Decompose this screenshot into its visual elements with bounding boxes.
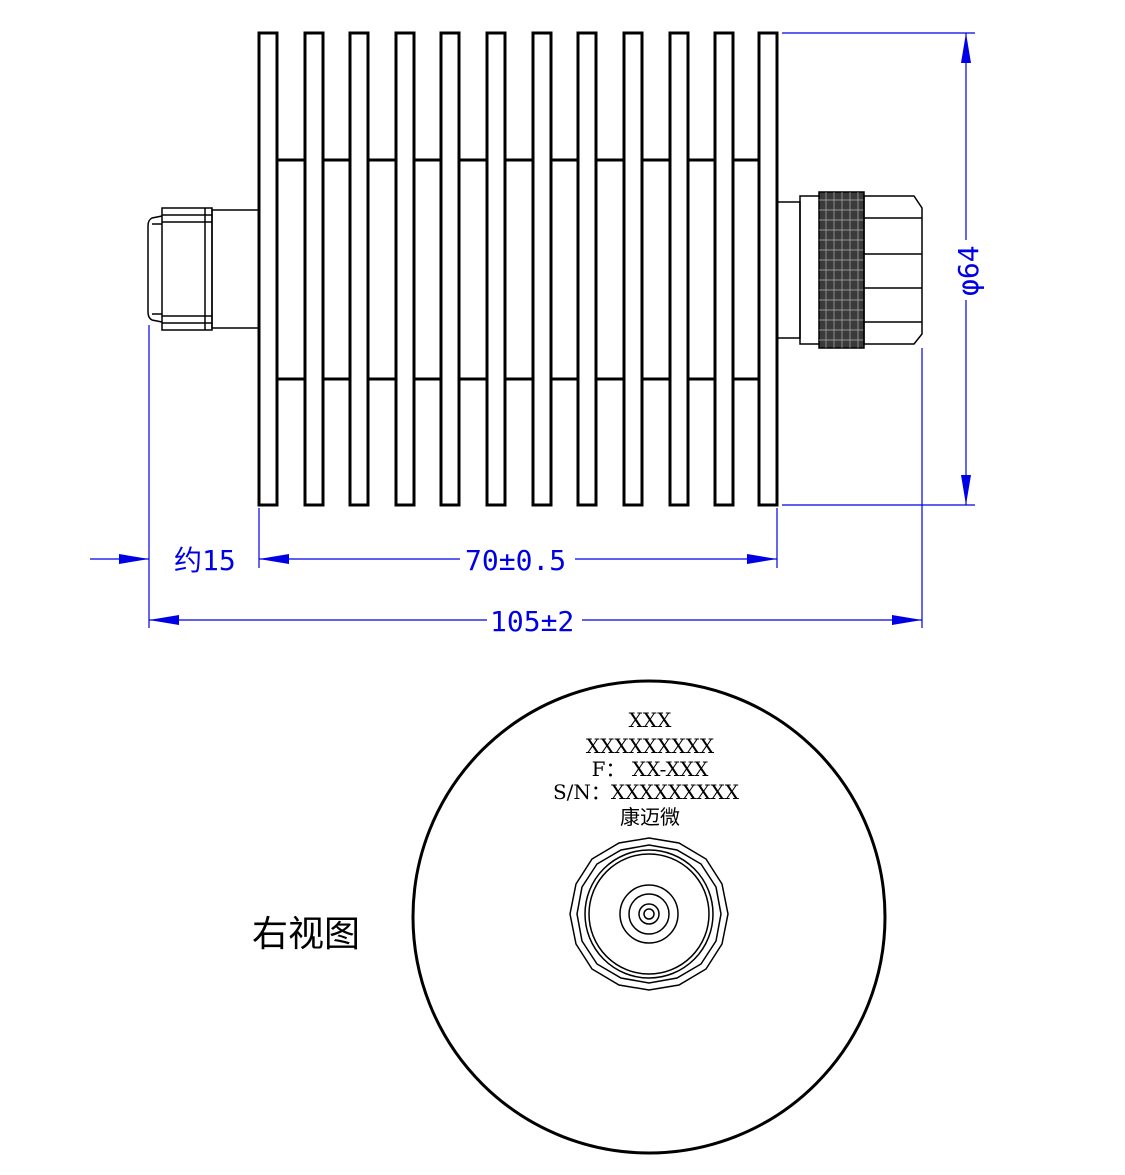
connector-face [569, 837, 729, 991]
dimension-lines [90, 32, 975, 628]
nameplate-marking: XXX XXXXXXXXX F： XX-XXX S/N：XXXXXXXXX 康迈… [553, 708, 740, 829]
marking-line-3: F： XX-XXX [592, 757, 710, 781]
marking-line-2: XXXXXXXXX [586, 734, 715, 758]
right-view [411, 679, 887, 1155]
dimension-total-length: 105±2 [490, 605, 574, 638]
end-face-outline [411, 679, 887, 1155]
marking-line-1: XXX [629, 708, 672, 732]
heatsink-core [277, 158, 759, 381]
right-connector [776, 191, 923, 349]
right-view-label: 右视图 [252, 914, 360, 955]
side-view [147, 31, 923, 507]
dimension-arrows [119, 33, 971, 625]
dimension-body-length: 70±0.5 [465, 544, 566, 577]
left-connector [147, 207, 260, 331]
dimension-about-15: 约15 [174, 544, 236, 577]
heatsink-fins [257, 31, 779, 507]
marking-line-5: 康迈微 [620, 805, 680, 829]
marking-line-4: S/N：XXXXXXXXX [553, 780, 740, 804]
knurl-texture [819, 192, 864, 348]
dimension-diameter: φ64 [952, 245, 985, 296]
